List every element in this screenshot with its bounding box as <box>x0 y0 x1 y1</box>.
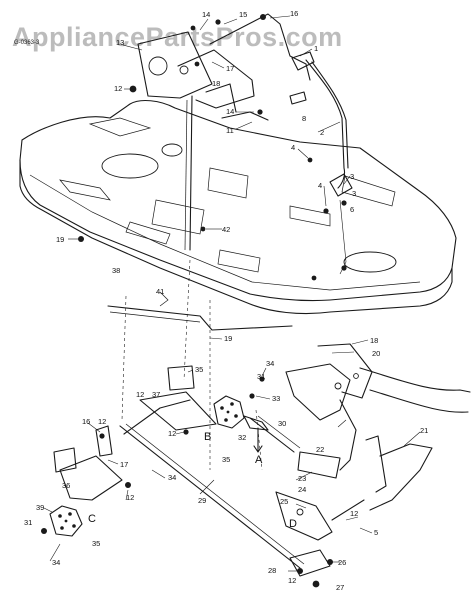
callout-31: 31 <box>257 372 265 381</box>
callout-12: 12 <box>114 84 122 93</box>
watermark-text: AppliancePartsPros.com <box>12 22 343 52</box>
mounting-plate <box>137 31 213 99</box>
callout-14: 14 <box>202 10 210 19</box>
callout-34: 34 <box>266 359 274 368</box>
marker-a: A <box>255 454 263 466</box>
callout-24: 24 <box>298 485 306 494</box>
callout-12f: 12 <box>350 509 358 518</box>
deck-opening-left <box>101 153 159 179</box>
callout-42: 42 <box>222 225 230 234</box>
callout-6: 6 <box>350 205 354 214</box>
lower-linkage <box>107 259 471 588</box>
cam-assembly-b <box>139 365 269 435</box>
drawing-code: G-0363-3 <box>14 40 40 46</box>
callout-17: 17 <box>226 64 234 73</box>
callout-1: 1 <box>314 44 318 53</box>
cam-wheel-c <box>49 505 83 537</box>
plate-16 <box>53 447 77 473</box>
callout-18b: 18 <box>370 336 378 345</box>
callout-13: 13 <box>116 38 124 47</box>
callout-35c: 35 <box>92 539 100 548</box>
callout-labels: 14 15 16 1 13 17 18 12 14 8 11 2 4 3 4 3… <box>24 9 428 592</box>
callout-12b: 12 <box>136 390 144 399</box>
callout-16: 16 <box>290 9 298 18</box>
callout-8: 8 <box>302 114 306 123</box>
callout-25: 25 <box>280 497 288 506</box>
deck-opening-right <box>343 251 397 273</box>
callout-20: 20 <box>372 349 380 358</box>
vertical-link-rod <box>189 95 193 251</box>
callout-3: 3 <box>350 172 354 181</box>
callout-35: 35 <box>195 365 203 374</box>
callout-22: 22 <box>316 445 324 454</box>
callout-27: 27 <box>336 583 344 592</box>
marker-d: D <box>289 518 297 530</box>
callout-30: 30 <box>278 419 286 428</box>
callout-35b: 35 <box>222 455 230 464</box>
callout-37: 37 <box>152 390 160 399</box>
callout-29: 29 <box>198 496 206 505</box>
callout-12e: 12 <box>126 493 134 502</box>
callout-17b: 17 <box>120 460 128 469</box>
callout-23: 23 <box>298 474 306 483</box>
callout-16b: 16 <box>82 417 90 426</box>
marker-b: B <box>204 431 211 443</box>
callout-11: 11 <box>226 126 234 135</box>
section-markers: A B C D <box>88 427 297 530</box>
callout-12c: 12 <box>168 429 176 438</box>
callout-19b: 19 <box>224 334 232 343</box>
callout-12d: 12 <box>98 417 106 426</box>
callout-34c: 34 <box>52 558 60 567</box>
callout-31b: 31 <box>24 518 32 527</box>
callout-19: 19 <box>56 235 64 244</box>
callout-15: 15 <box>239 10 247 19</box>
callout-3b: 3 <box>352 189 356 198</box>
cam-wheel-b <box>213 395 245 429</box>
callout-28: 28 <box>268 566 276 575</box>
callout-4: 4 <box>291 143 295 152</box>
callout-18: 18 <box>212 79 220 88</box>
callout-36: 36 <box>62 481 70 490</box>
callout-38: 38 <box>112 266 120 275</box>
callout-32: 32 <box>238 433 246 442</box>
leader-lines <box>43 15 421 572</box>
deck-chassis <box>19 99 457 315</box>
callout-33: 33 <box>272 394 280 403</box>
callout-2: 2 <box>320 128 324 137</box>
callout-34b: 34 <box>168 473 176 482</box>
callout-39: 39 <box>36 503 44 512</box>
callout-5: 5 <box>374 528 378 537</box>
pivot-bracket-assembly <box>129 13 311 115</box>
plate-35-upper <box>167 365 195 391</box>
callout-4b: 4 <box>318 181 322 190</box>
cam-assembly-c <box>41 399 191 537</box>
marker-c: C <box>88 513 96 525</box>
callout-26: 26 <box>338 558 346 567</box>
callout-41: 41 <box>156 287 164 296</box>
callout-12g: 12 <box>288 576 296 585</box>
callout-14b: 14 <box>226 107 234 116</box>
callout-21: 21 <box>420 426 428 435</box>
